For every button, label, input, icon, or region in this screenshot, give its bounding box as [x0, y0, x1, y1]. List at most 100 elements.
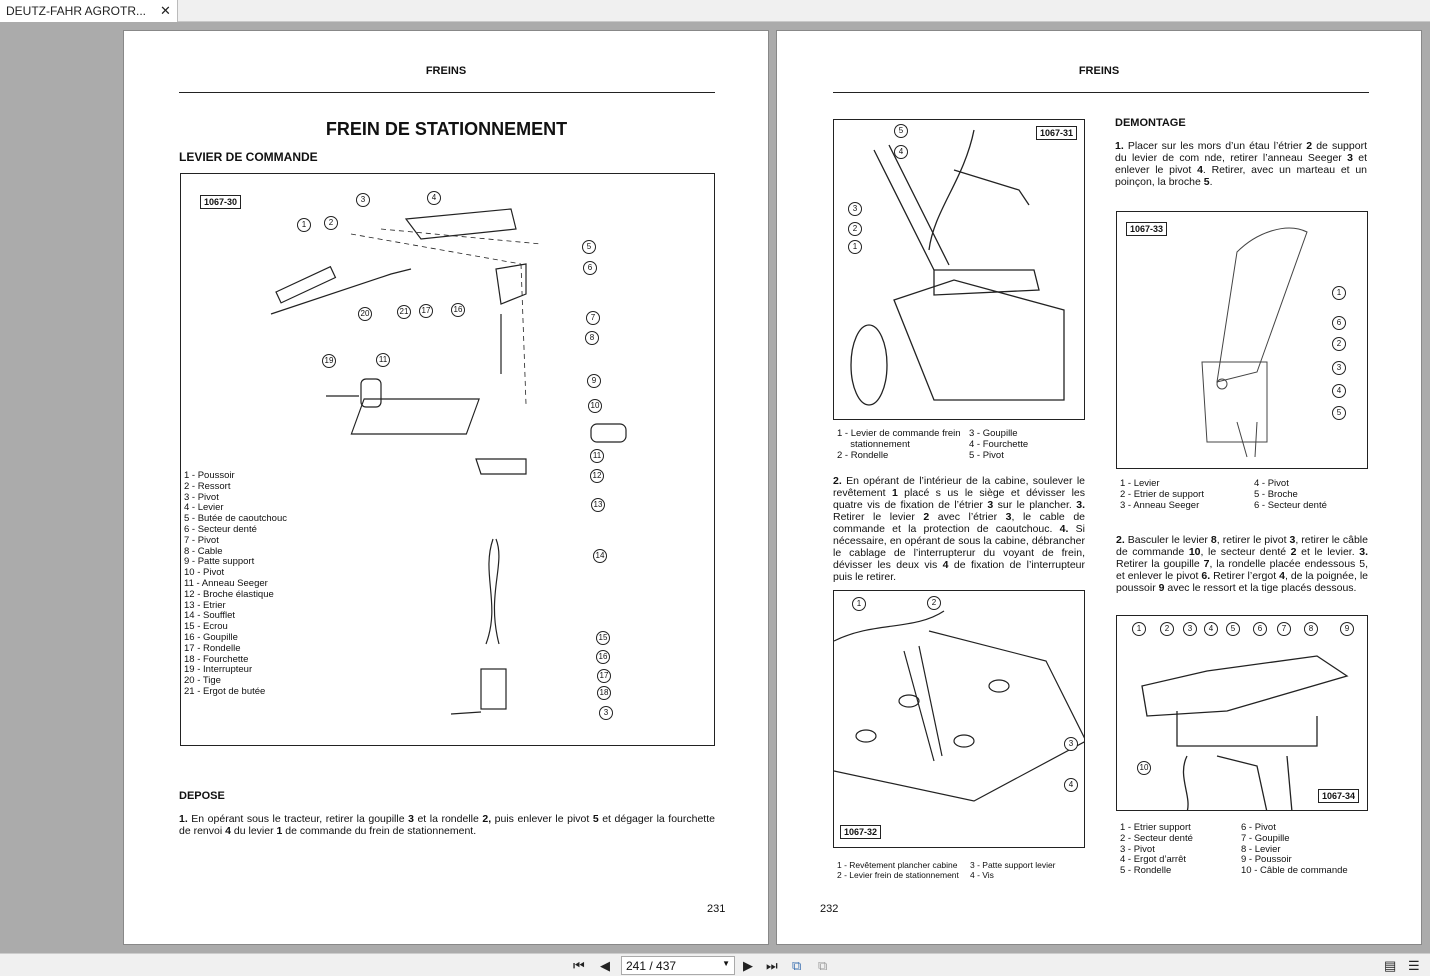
paragraph: 1. En opérant sous le tracteur, retirer … [179, 813, 715, 837]
figure-id: 1067-34 [1318, 789, 1360, 803]
text-run: et enlever le pivot [1115, 152, 1367, 176]
reference-number: 3 [1005, 511, 1012, 523]
page-header: FREINS [425, 65, 467, 77]
page-number: 232 [820, 903, 839, 915]
legend-item: 5 - Butée de caoutchouc [184, 513, 287, 525]
text-run: , la rondelle placée endessous 5, et enl… [1116, 558, 1368, 582]
callout-4: 4 [1064, 778, 1078, 792]
figure-1067-34: 1067-34 [1116, 615, 1368, 811]
text-run: , de la poignée, le poussoir [1116, 570, 1368, 594]
text-run: , le secteur denté [1200, 546, 1291, 558]
text-run: Retirer le levier [833, 511, 924, 523]
text-run: et la rondelle [413, 813, 483, 825]
text-run: En opérant sous le tracteur, retirer la … [187, 813, 409, 825]
continuous-view-icon[interactable]: ☰ [1408, 958, 1420, 973]
chevron-down-icon[interactable]: ▼ [722, 959, 730, 968]
callout-21: 21 [397, 305, 411, 319]
reference-number: 1. [1115, 140, 1124, 152]
first-page-button[interactable]: ⏮ [573, 958, 585, 973]
page-number-input[interactable]: 241 / 437 ▼ [621, 956, 735, 975]
reference-number: 5 [1203, 176, 1210, 188]
legend-item: 4 - Levier [184, 502, 224, 514]
callout-12: 12 [590, 469, 604, 483]
close-icon[interactable]: ✕ [160, 3, 171, 18]
text-run: , retirer le pivot [1216, 534, 1290, 546]
page-number: 231 [707, 903, 726, 915]
text-run: placé s us le siège et dévisser les quat… [833, 487, 1085, 511]
legend-item: 5 - Broche [1254, 488, 1298, 500]
figure-id: 1067-31 [1036, 126, 1078, 140]
legend-item: 4 - Fourchette [969, 438, 1029, 450]
figure-1067-31: 1067-31 [833, 119, 1085, 420]
callout-14: 14 [593, 549, 607, 563]
figure-id: 1067-33 [1126, 222, 1168, 236]
reference-number: 3 [987, 499, 994, 511]
callout-4: 4 [427, 191, 441, 205]
viewer-toolbar: ⏮ ◀ 241 / 437 ▼ ▶ ⏭ ⧉ ⧉ ▤ ☰ [0, 953, 1430, 976]
legend-item: 1 - Etrier support [1120, 822, 1191, 833]
page-indicator: 241 / 437 [626, 959, 677, 973]
text-run: sur le plancher. [993, 499, 1077, 511]
callout-5: 5 [1226, 622, 1240, 636]
reference-number: 4 [1197, 164, 1203, 176]
reference-number: 2 [1306, 140, 1313, 152]
fit-page-icon[interactable]: ⧉ [792, 958, 802, 973]
legend-item: 19 - Interrupteur [184, 664, 253, 676]
text-run: , retirer le câble de commande [1116, 534, 1368, 558]
reference-number: 4 [225, 825, 231, 837]
fit-width-icon[interactable]: ⧉ [818, 958, 828, 973]
reference-number: 3 [1347, 152, 1353, 164]
reference-number: 3. [1076, 499, 1086, 511]
reference-number: 1 [891, 487, 898, 499]
callout-6: 6 [1332, 316, 1346, 330]
legend-item: 4 - Vis [970, 870, 994, 880]
legend-item: 1 - Revêtement plancher cabine [837, 860, 958, 870]
text-run: et dégager la fourchette de renvoi [179, 813, 715, 837]
text-run: En opérant de l’intérieur de la cabine, … [833, 475, 1085, 499]
callout-2: 2 [1332, 337, 1346, 351]
reference-number: 1. [179, 813, 188, 825]
legend-item: 5 - Rondelle [1120, 865, 1172, 877]
callout-1: 1 [848, 240, 862, 254]
last-page-button[interactable]: ⏭ [766, 958, 778, 973]
next-page-icon[interactable]: ▶ [743, 958, 753, 973]
reference-number: 2, [482, 813, 492, 825]
figure-id: 1067-32 [840, 825, 882, 839]
callout-3: 3 [1064, 737, 1078, 751]
callout-18: 18 [597, 686, 611, 700]
legend-item: 1 - Levier de commande frein [837, 428, 961, 439]
reference-number: 2 [923, 511, 930, 523]
legend-item: 17 - Rondelle [184, 642, 241, 654]
legend-item: 2 - Secteur denté [1120, 832, 1193, 844]
legend-item: 9 - Poussoir [1241, 854, 1292, 866]
single-page-view-icon[interactable]: ▤ [1384, 958, 1397, 973]
legend-item: 8 - Levier [1241, 843, 1281, 855]
callout-1: 1 [297, 218, 311, 232]
legend-item: 4 - Pivot [1254, 478, 1289, 489]
callout-1: 1 [1132, 622, 1146, 636]
text-run: Retirer la goupille [1116, 558, 1204, 570]
paragraph: 2. Basculer le levier 8, retirer le pivo… [1116, 534, 1368, 594]
callout-5: 5 [1332, 406, 1346, 420]
reference-number: 4 [1279, 570, 1285, 582]
previous-page-icon[interactable]: ◀ [600, 958, 610, 973]
reference-number: 4 [942, 559, 949, 571]
text-run: de support du levier de com nde, retirer… [1115, 140, 1367, 164]
section-title: DEMONTAGE [1115, 117, 1186, 129]
reference-number: 5 [592, 813, 599, 825]
legend-item: 6 - Pivot [1241, 822, 1276, 833]
reference-number: 8 [1210, 534, 1217, 546]
reference-number: 2. [833, 475, 842, 487]
legend-item: 3 - Patte support levier [970, 860, 1056, 870]
reference-number: 6. [1201, 570, 1211, 582]
document-tab[interactable]: DEUTZ-FAHR AGROTR...✕ [0, 0, 178, 22]
paragraph: 2. En opérant de l’intérieur de la cabin… [833, 475, 1085, 583]
callout-3: 3 [356, 193, 370, 207]
callout-6: 6 [1253, 622, 1267, 636]
legend-item: 2 - Levier frein de stationnement [837, 870, 959, 880]
legend-item: 20 - Tige [184, 675, 221, 687]
page-title: FREIN DE STATIONNEMENT [325, 119, 568, 139]
section-subtitle: LEVIER DE COMMANDE [179, 150, 318, 164]
callout-2: 2 [324, 216, 338, 230]
reference-number: 3 [408, 813, 414, 825]
